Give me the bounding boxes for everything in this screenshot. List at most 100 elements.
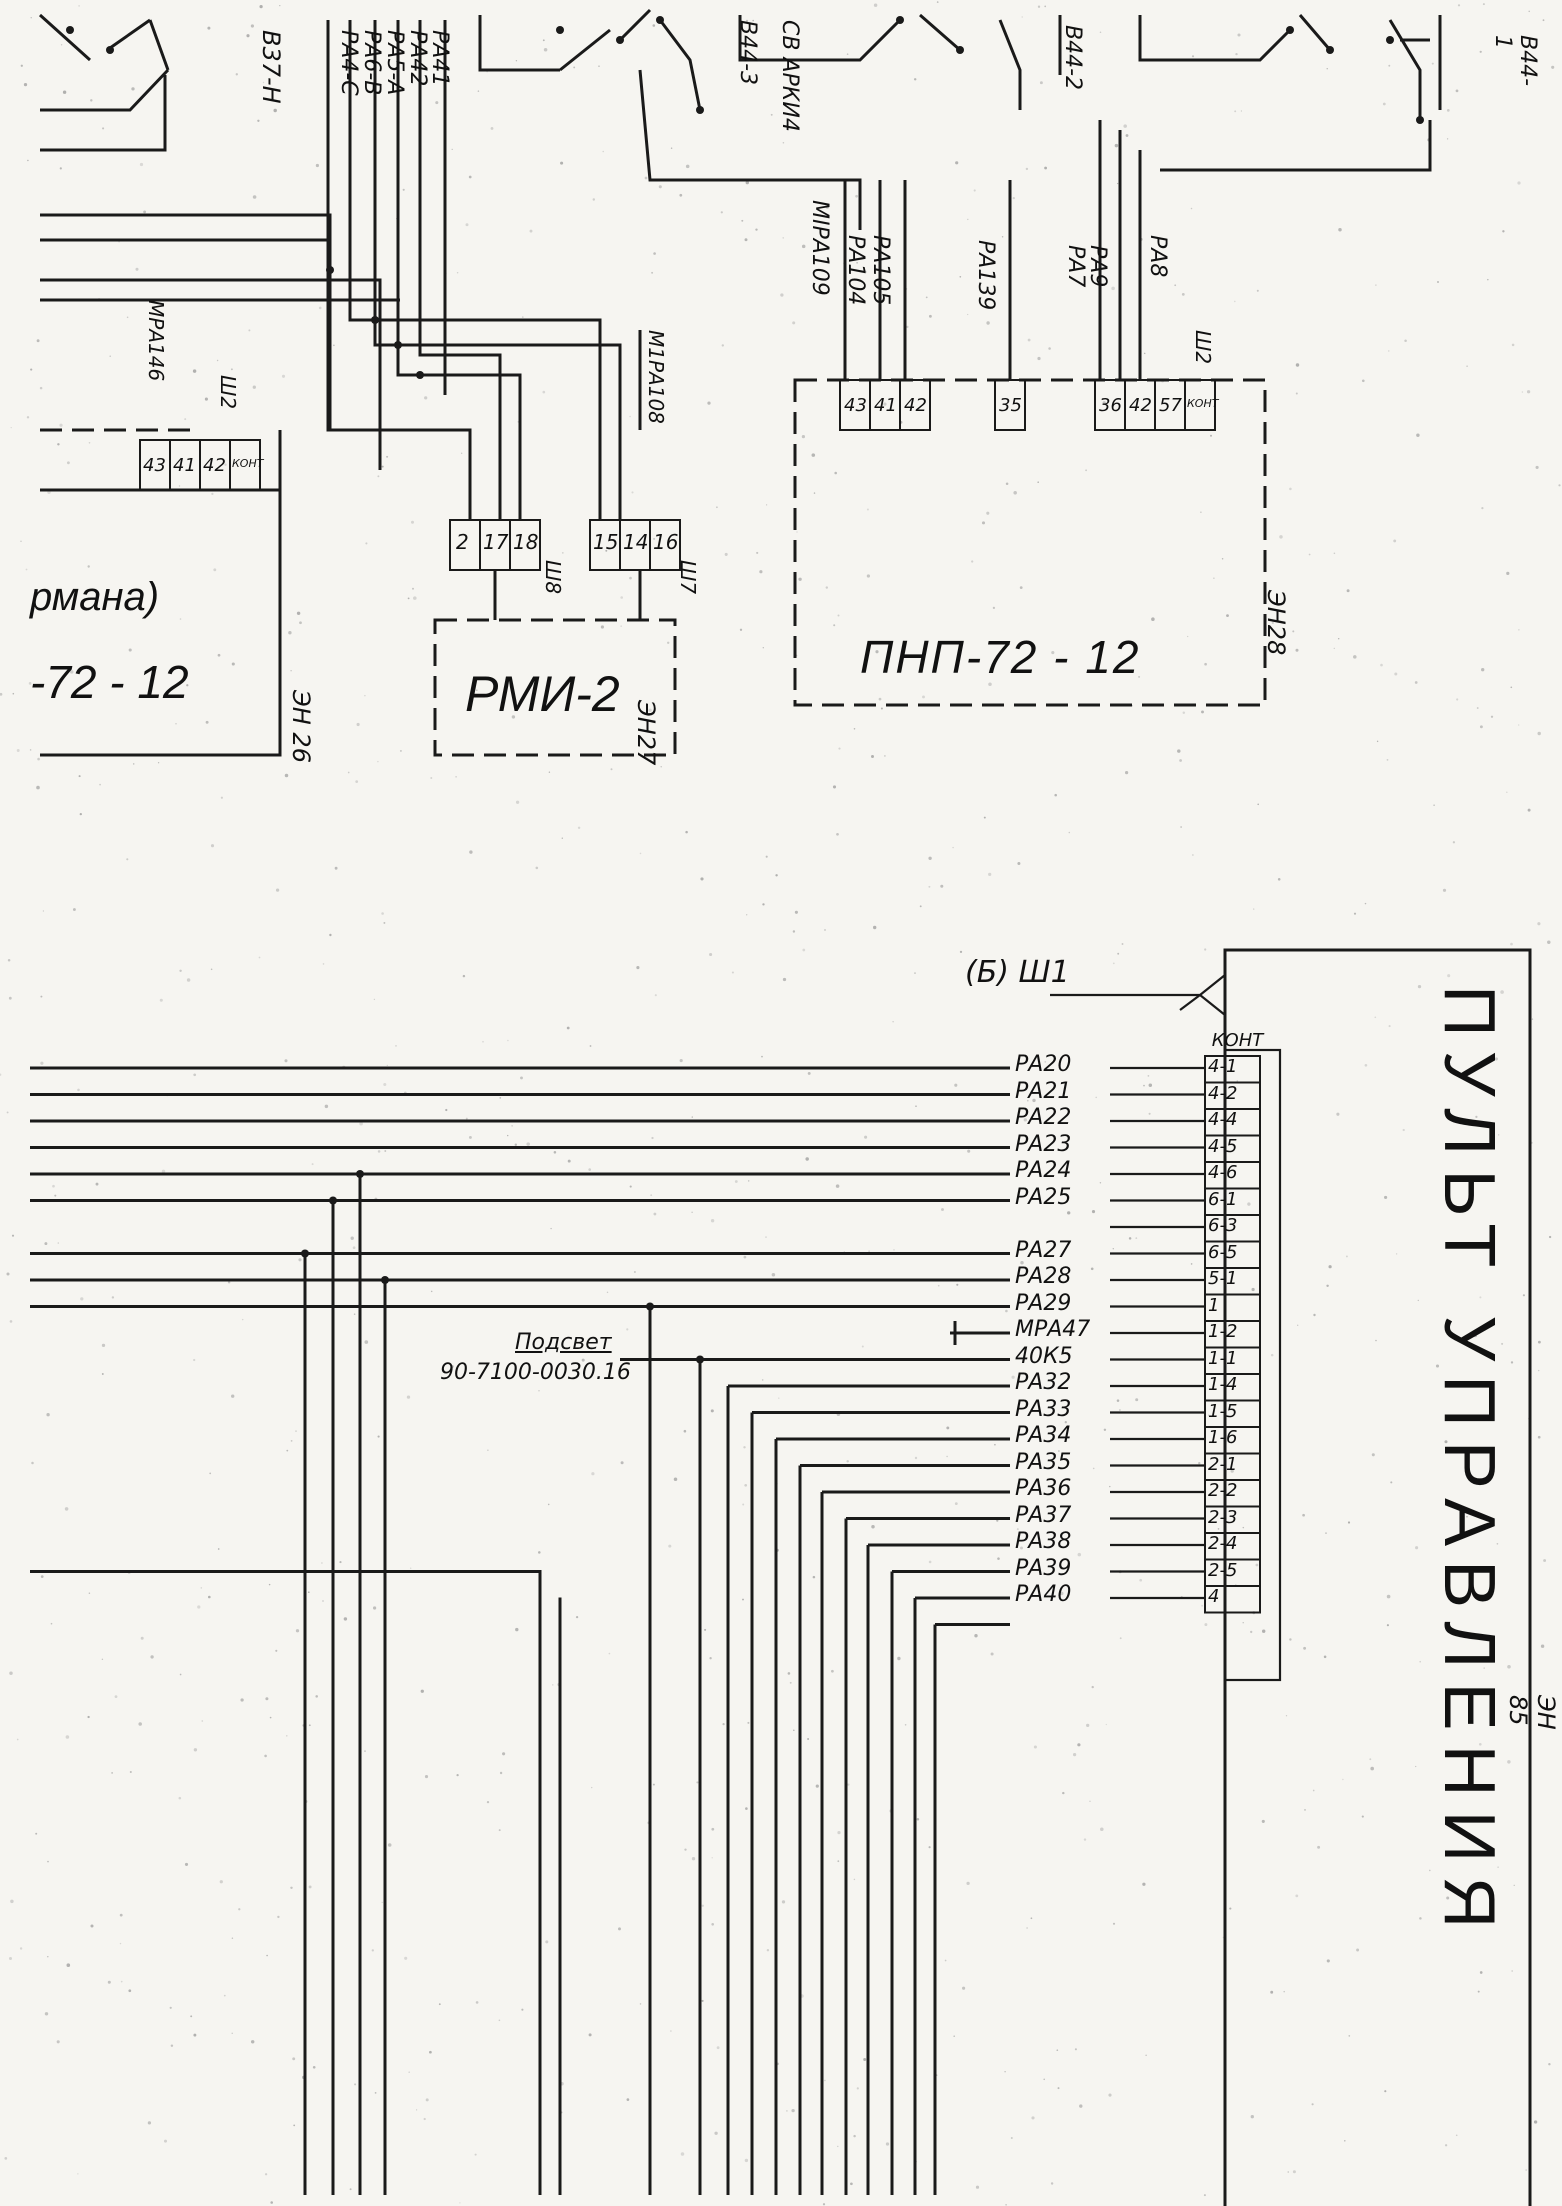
speckle-dot [600,625,604,629]
panel-wire-label: РА36 [1015,1476,1072,1501]
panel-wire-label: РА37 [1015,1502,1072,1528]
speckle-dot [1056,2049,1059,2052]
speckle-dot [371,1949,374,1952]
speckle-dot [591,1786,593,1789]
speckle-dot [996,1519,999,1522]
speckle-dot [620,596,624,599]
speckle-dot [871,755,874,758]
speckle-dot [383,921,386,924]
speckle-dot [30,368,33,371]
speckle-dot [716,2046,720,2050]
speckle-dot [651,271,654,274]
speckle-dot [782,977,787,982]
speckle-dot [1336,1112,1340,1116]
speckle-dot [685,830,688,834]
speckle-dot [1325,1532,1327,1534]
speckle-dot [129,1770,132,1774]
speckle-dot [231,2032,233,2034]
speckle-dot [1037,481,1039,484]
speckle-dot [262,81,265,84]
speckle-dot [787,1672,791,1675]
panel-contact-label: 1 [1208,1294,1220,1316]
speckle-dot [861,1345,864,1348]
speckle-dot [1292,2170,1296,2174]
speckle-dot [1490,715,1494,718]
speckle-dot [1125,134,1129,137]
speckle-dot [126,858,129,861]
speckle-dot [502,1752,506,1756]
speckle-dot [1317,1845,1321,1849]
speckle-dot [745,1807,748,1810]
speckle-dot [315,163,319,168]
speckle-dot [250,24,254,28]
speckle-dot [190,2015,193,2018]
speckle-dot [1547,940,1551,944]
speckle-dot [1005,1309,1008,1313]
speckle-dot [1217,1528,1220,1530]
speckle-dot [906,325,909,329]
speckle-dot [988,872,992,877]
rmi-conn-a: Ш8 [541,560,565,595]
speckle-dot [606,1291,609,1294]
speckle-dot [864,1135,868,1139]
speckle-dot [424,1775,429,1779]
speckle-dot [252,195,257,199]
speckle-dot [223,1994,226,1997]
speckle-dot [451,1365,454,1368]
rmi-ref: М1РА108 [644,330,668,424]
speckle-dot [179,1673,182,1676]
speckle-dot [1543,1559,1547,1562]
speckle-dot [846,1460,849,1463]
speckle-dot [1455,2134,1458,2137]
speckle-dot [1051,651,1055,655]
speckle-dot [1062,1791,1065,1795]
speckle-dot [468,175,472,179]
speckle-dot [550,1227,552,1230]
speckle-dot [1501,1342,1504,1345]
speckle-dot [747,1180,750,1182]
rmi-pin: 2 [456,530,469,554]
speckle-dot [856,261,858,264]
speckle-dot [1068,831,1071,834]
speckle-dot [1074,2048,1077,2051]
speckle-dot [28,682,32,685]
speckle-dot [1026,1099,1029,1102]
panel-contact-cell [1204,1585,1261,1614]
speckle-dot [40,995,43,998]
speckle-dot [1511,343,1515,347]
speckle-dot [1304,1809,1306,1811]
speckle-dot [1510,942,1513,946]
speckle-dot [126,316,129,319]
speckle-dot [307,1591,310,1594]
speckle-dot [78,775,81,778]
speckle-dot [1446,109,1450,112]
speckle-dot [722,1722,725,1726]
speckle-dot [1121,943,1124,945]
left-pnp-pins [139,439,261,491]
speckle-dot [798,577,802,581]
speckle-dot [451,148,453,151]
speckle-dot [238,1908,241,1911]
switch-name: В44-2 [1060,25,1085,91]
speckle-dot [1123,124,1127,128]
speckle-dot [406,1395,411,1399]
switch-misc: СВ АРКИ4 [777,20,802,132]
speckle-dot [954,1083,958,1087]
speckle-dot [765,504,768,506]
speckle-dot [520,1076,523,1080]
speckle-dot [1005,2204,1007,2206]
speckle-dot [1043,2078,1045,2081]
speckle-dot [1419,1917,1422,1920]
speckle-dot [364,694,366,697]
speckle-dot [971,560,974,563]
speckle-dot [846,53,849,55]
speckle-dot [592,198,596,201]
speckle-dot [762,903,765,906]
speckle-dot [791,2108,795,2113]
speckle-dot [507,1039,509,1042]
speckle-dot [831,1669,834,1673]
speckle-dot [673,1477,678,1481]
speckle-dot [435,101,439,105]
speckle-dot [880,707,883,710]
